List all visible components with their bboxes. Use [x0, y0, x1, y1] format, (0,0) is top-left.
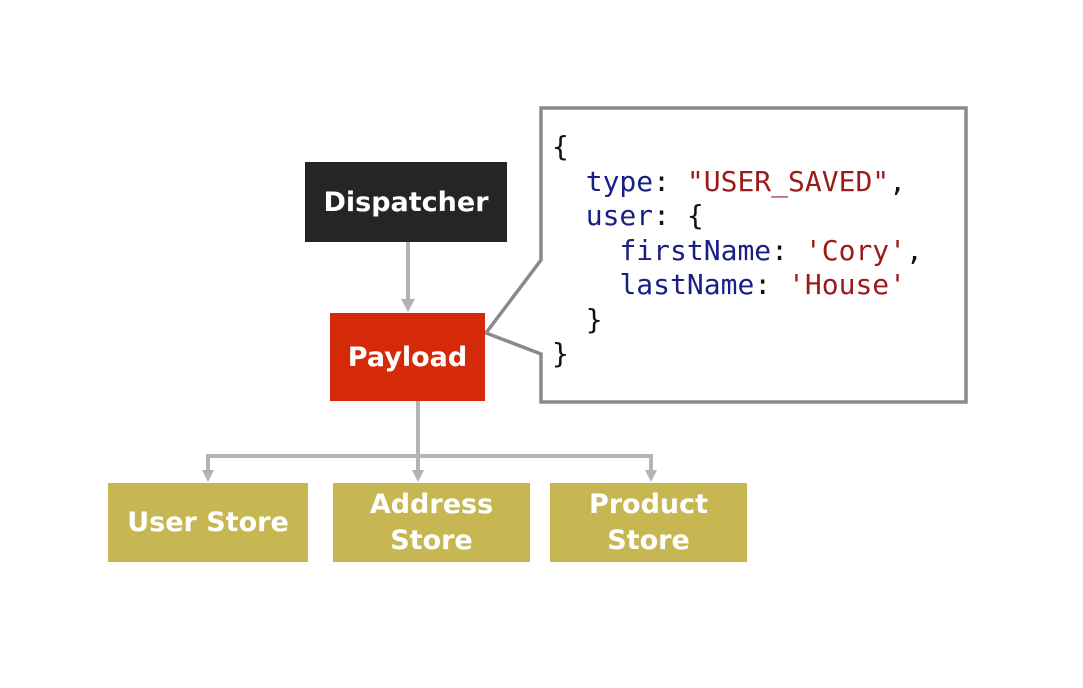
address-store-label-line2: Store — [390, 524, 473, 556]
code-inner-close-brace: } — [585, 302, 603, 336]
code-firstname-value: 'Cory' — [804, 233, 907, 267]
product-store-label-line1: Product — [588, 488, 709, 520]
code-lastname-value: 'House' — [788, 268, 907, 301]
address-store-label-line1: Address — [369, 488, 494, 520]
payload-label: Payload — [347, 341, 468, 373]
product-store-label-line2: Store — [607, 524, 690, 556]
user-store-box: User Store — [108, 483, 308, 562]
address-store-box: Address Store — [333, 483, 530, 562]
code-type-value: "USER_SAVED" — [686, 164, 890, 198]
product-store-arrowhead — [645, 470, 657, 482]
code-firstname-key: firstName — [619, 233, 772, 267]
dispatcher-label: Dispatcher — [323, 186, 489, 218]
payload-code-snippet: { type: "USER_SAVED", user: { firstName:… — [552, 130, 923, 370]
address-store-arrowhead — [412, 470, 424, 482]
code-close-brace: } — [552, 337, 569, 370]
code-user-key: user — [585, 199, 654, 232]
code-open-brace: { — [552, 130, 569, 163]
product-store-box: Product Store — [550, 483, 747, 562]
payload-callout-bubble — [483, 106, 968, 404]
user-store-label: User Store — [127, 506, 289, 538]
dispatcher-to-payload-arrowhead — [401, 299, 415, 312]
payload-box: Payload — [330, 313, 485, 401]
user-store-arrowhead — [202, 470, 214, 482]
code-lastname-key: lastName — [619, 268, 755, 301]
dispatcher-box: Dispatcher — [305, 162, 507, 242]
code-type-key: type — [585, 164, 654, 198]
